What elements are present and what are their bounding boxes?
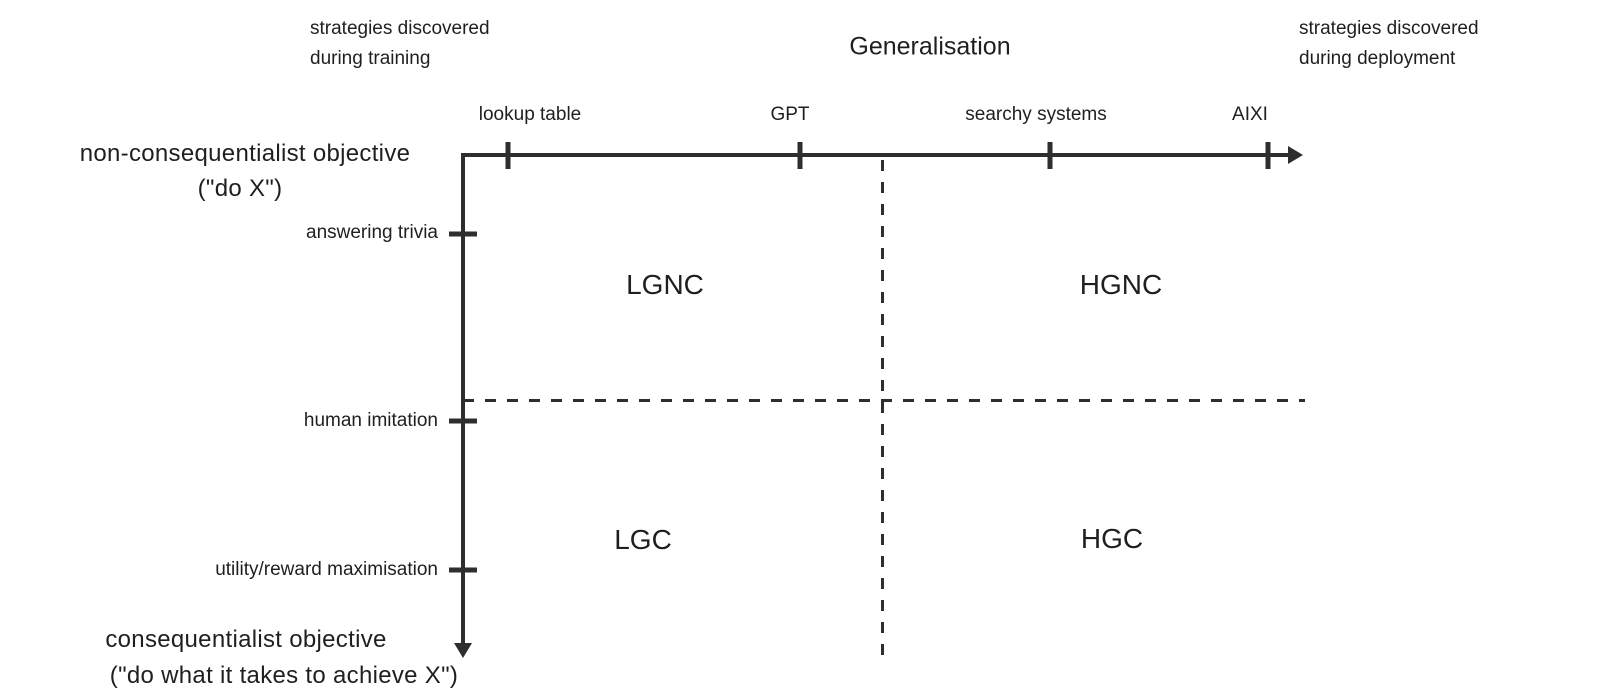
x-tick-label-aixi: AIXI <box>1232 104 1268 125</box>
horizontal-dashed-divider <box>463 399 1305 402</box>
x-tick-label-gpt: GPT <box>770 104 810 125</box>
x-axis-high-end-line2: during deployment <box>1299 48 1456 69</box>
y-tick-label-answering-trivia: answering trivia <box>306 222 438 243</box>
x-tick-aixi <box>1265 142 1271 169</box>
y-axis-bottom-label-line2: ("do what it takes to achieve X") <box>109 662 459 689</box>
x-axis-low-end-label: strategies discovered during training <box>310 14 490 74</box>
y-axis-arrowhead-icon <box>454 643 472 658</box>
x-tick-gpt <box>797 142 803 169</box>
quadrant-label-hgc: HGC <box>1080 523 1144 554</box>
quadrant-label-lgc: LGC <box>614 524 672 555</box>
vertical-dashed-divider <box>881 160 884 656</box>
quadrant-label-lgnc: LGNC <box>626 269 704 300</box>
x-tick-lookup-table <box>505 142 511 169</box>
y-tick-answering-trivia <box>449 231 477 237</box>
x-axis-arrowhead-icon <box>1288 146 1303 164</box>
x-axis-title: Generalisation <box>849 32 1011 61</box>
x-tick-label-lookup-table: lookup table <box>478 104 582 125</box>
x-axis-high-end-label: strategies discovered during deployment <box>1299 14 1479 74</box>
x-axis-high-end-line1: strategies discovered <box>1299 18 1479 39</box>
y-tick-label-utility-reward: utility/reward maximisation <box>215 559 438 580</box>
y-tick-human-imitation <box>449 418 477 424</box>
x-axis-low-end-line2: during training <box>310 48 431 69</box>
x-axis-line <box>461 153 1291 157</box>
y-axis-top-label-line2: ("do X") <box>197 175 283 202</box>
y-tick-label-human-imitation: human imitation <box>303 410 438 431</box>
x-axis-low-end-line1: strategies discovered <box>310 18 490 39</box>
x-tick-label-searchy-systems: searchy systems <box>965 104 1107 125</box>
y-axis-top-label-line1: non-consequentialist objective <box>79 140 411 167</box>
y-axis-line <box>461 153 465 644</box>
y-tick-utility-reward <box>449 567 477 573</box>
y-axis-bottom-label-line1: consequentialist objective <box>105 626 387 653</box>
quadrant-label-hgnc: HGNC <box>1079 269 1163 300</box>
x-tick-searchy-systems <box>1047 142 1053 169</box>
